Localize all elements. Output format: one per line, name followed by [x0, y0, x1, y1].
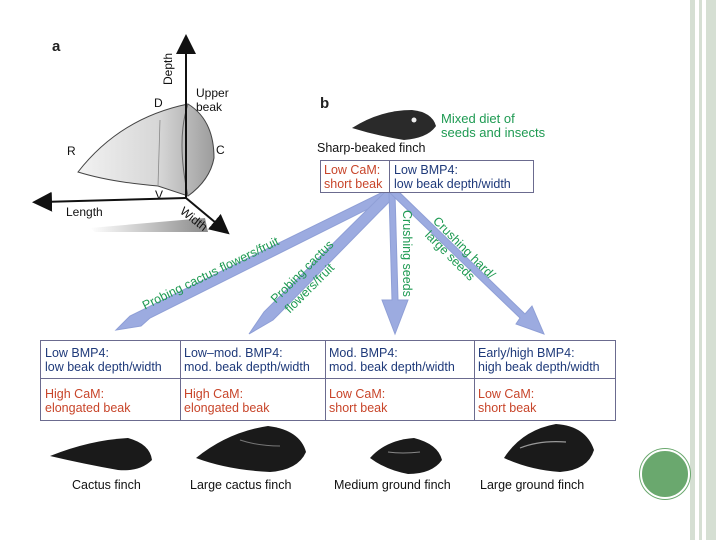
col4-cam-line2: short beak [478, 401, 537, 415]
top-info-box: Low CaM: short beak Low BMP4: low beak d… [320, 160, 534, 193]
col1-cam-line1: High CaM: [45, 387, 105, 401]
col2-cam-line1: High CaM: [184, 387, 244, 401]
beak-line [157, 119, 161, 187]
col1-cam-line2: elongated beak [45, 401, 131, 415]
col3-cam-line1: Low CaM: [329, 387, 386, 401]
beak-label: beak [196, 100, 223, 114]
cactus-finch-caption: Cactus finch [72, 478, 141, 492]
slide-stripe-1 [690, 0, 695, 540]
large-cactus-finch-image [196, 426, 306, 472]
sharp-beaked-finch-image [352, 110, 436, 140]
table-col-divider-3 [474, 341, 475, 420]
branch-arrow-2 [248, 190, 396, 335]
large-ground-finch-caption: Large ground finch [480, 478, 585, 492]
col3-bmp-line2: mod. beak depth/width [329, 360, 455, 374]
large-cactus-finch-caption: Large cactus finch [190, 478, 292, 492]
col4-bmp-line2: high beak depth/width [478, 360, 600, 374]
col2-bmp-line1: Low–mod. BMP4: [184, 346, 283, 360]
col4-bmp-line1: Early/high BMP4: [478, 346, 575, 360]
top-bmp-line2: low beak depth/width [394, 177, 511, 191]
length-axis [32, 191, 187, 212]
point-v-label: V [155, 188, 164, 202]
top-cam-line2: short beak [324, 177, 383, 191]
upper-label: Upper [196, 86, 229, 100]
depth-axis-label: Depth [161, 52, 176, 86]
branch-arrow-1 [114, 190, 397, 331]
sharp-beaked-finch-label: Sharp-beaked finch [317, 141, 426, 155]
length-axis-label: Length [66, 205, 103, 219]
medium-ground-finch-image [370, 438, 442, 474]
table-col-divider-2 [325, 341, 326, 420]
col1-bmp-line2: low beak depth/width [45, 360, 162, 374]
top-bmp-line1: Low BMP4: [394, 163, 458, 177]
medium-ground-finch-caption: Medium ground finch [334, 478, 451, 492]
diet-label-line1: Mixed diet of [441, 111, 515, 126]
point-c-label: C [216, 143, 225, 157]
outcome-table: Low BMP4: low beak depth/width High CaM:… [40, 340, 616, 421]
panel-b-letter: b [320, 95, 330, 112]
width-axis-label: Width [177, 204, 211, 234]
col3-bmp-line1: Mod. BMP4: [329, 346, 398, 360]
top-cam-line1: Low CaM: [324, 163, 381, 177]
col4-cam-line1: Low CaM: [478, 387, 535, 401]
bullet-circle [640, 449, 690, 499]
panel-a-letter: a [52, 38, 61, 55]
beak-ridge [181, 103, 189, 197]
point-r-label: R [67, 144, 76, 158]
cactus-finch-image [50, 438, 152, 471]
top-box-divider [389, 161, 390, 192]
col2-cam-line2: elongated beak [184, 401, 270, 415]
table-row-divider [41, 378, 615, 379]
table-col-divider-1 [180, 341, 181, 420]
point-d-label: D [154, 96, 163, 110]
col3-cam-line2: short beak [329, 401, 388, 415]
arrow-label-1: Probing cactus flowers/fruit [140, 234, 282, 313]
arrow-label-3: Crushing seeds [400, 210, 414, 297]
diet-label-line2: seeds and insects [441, 125, 546, 140]
slide-stripe-2 [699, 0, 702, 540]
large-ground-finch-image [504, 424, 594, 472]
col1-bmp-line1: Low BMP4: [45, 346, 109, 360]
slide-stripe-3 [706, 0, 716, 540]
beak-shape [77, 103, 215, 197]
col2-bmp-line2: mod. beak depth/width [184, 360, 310, 374]
